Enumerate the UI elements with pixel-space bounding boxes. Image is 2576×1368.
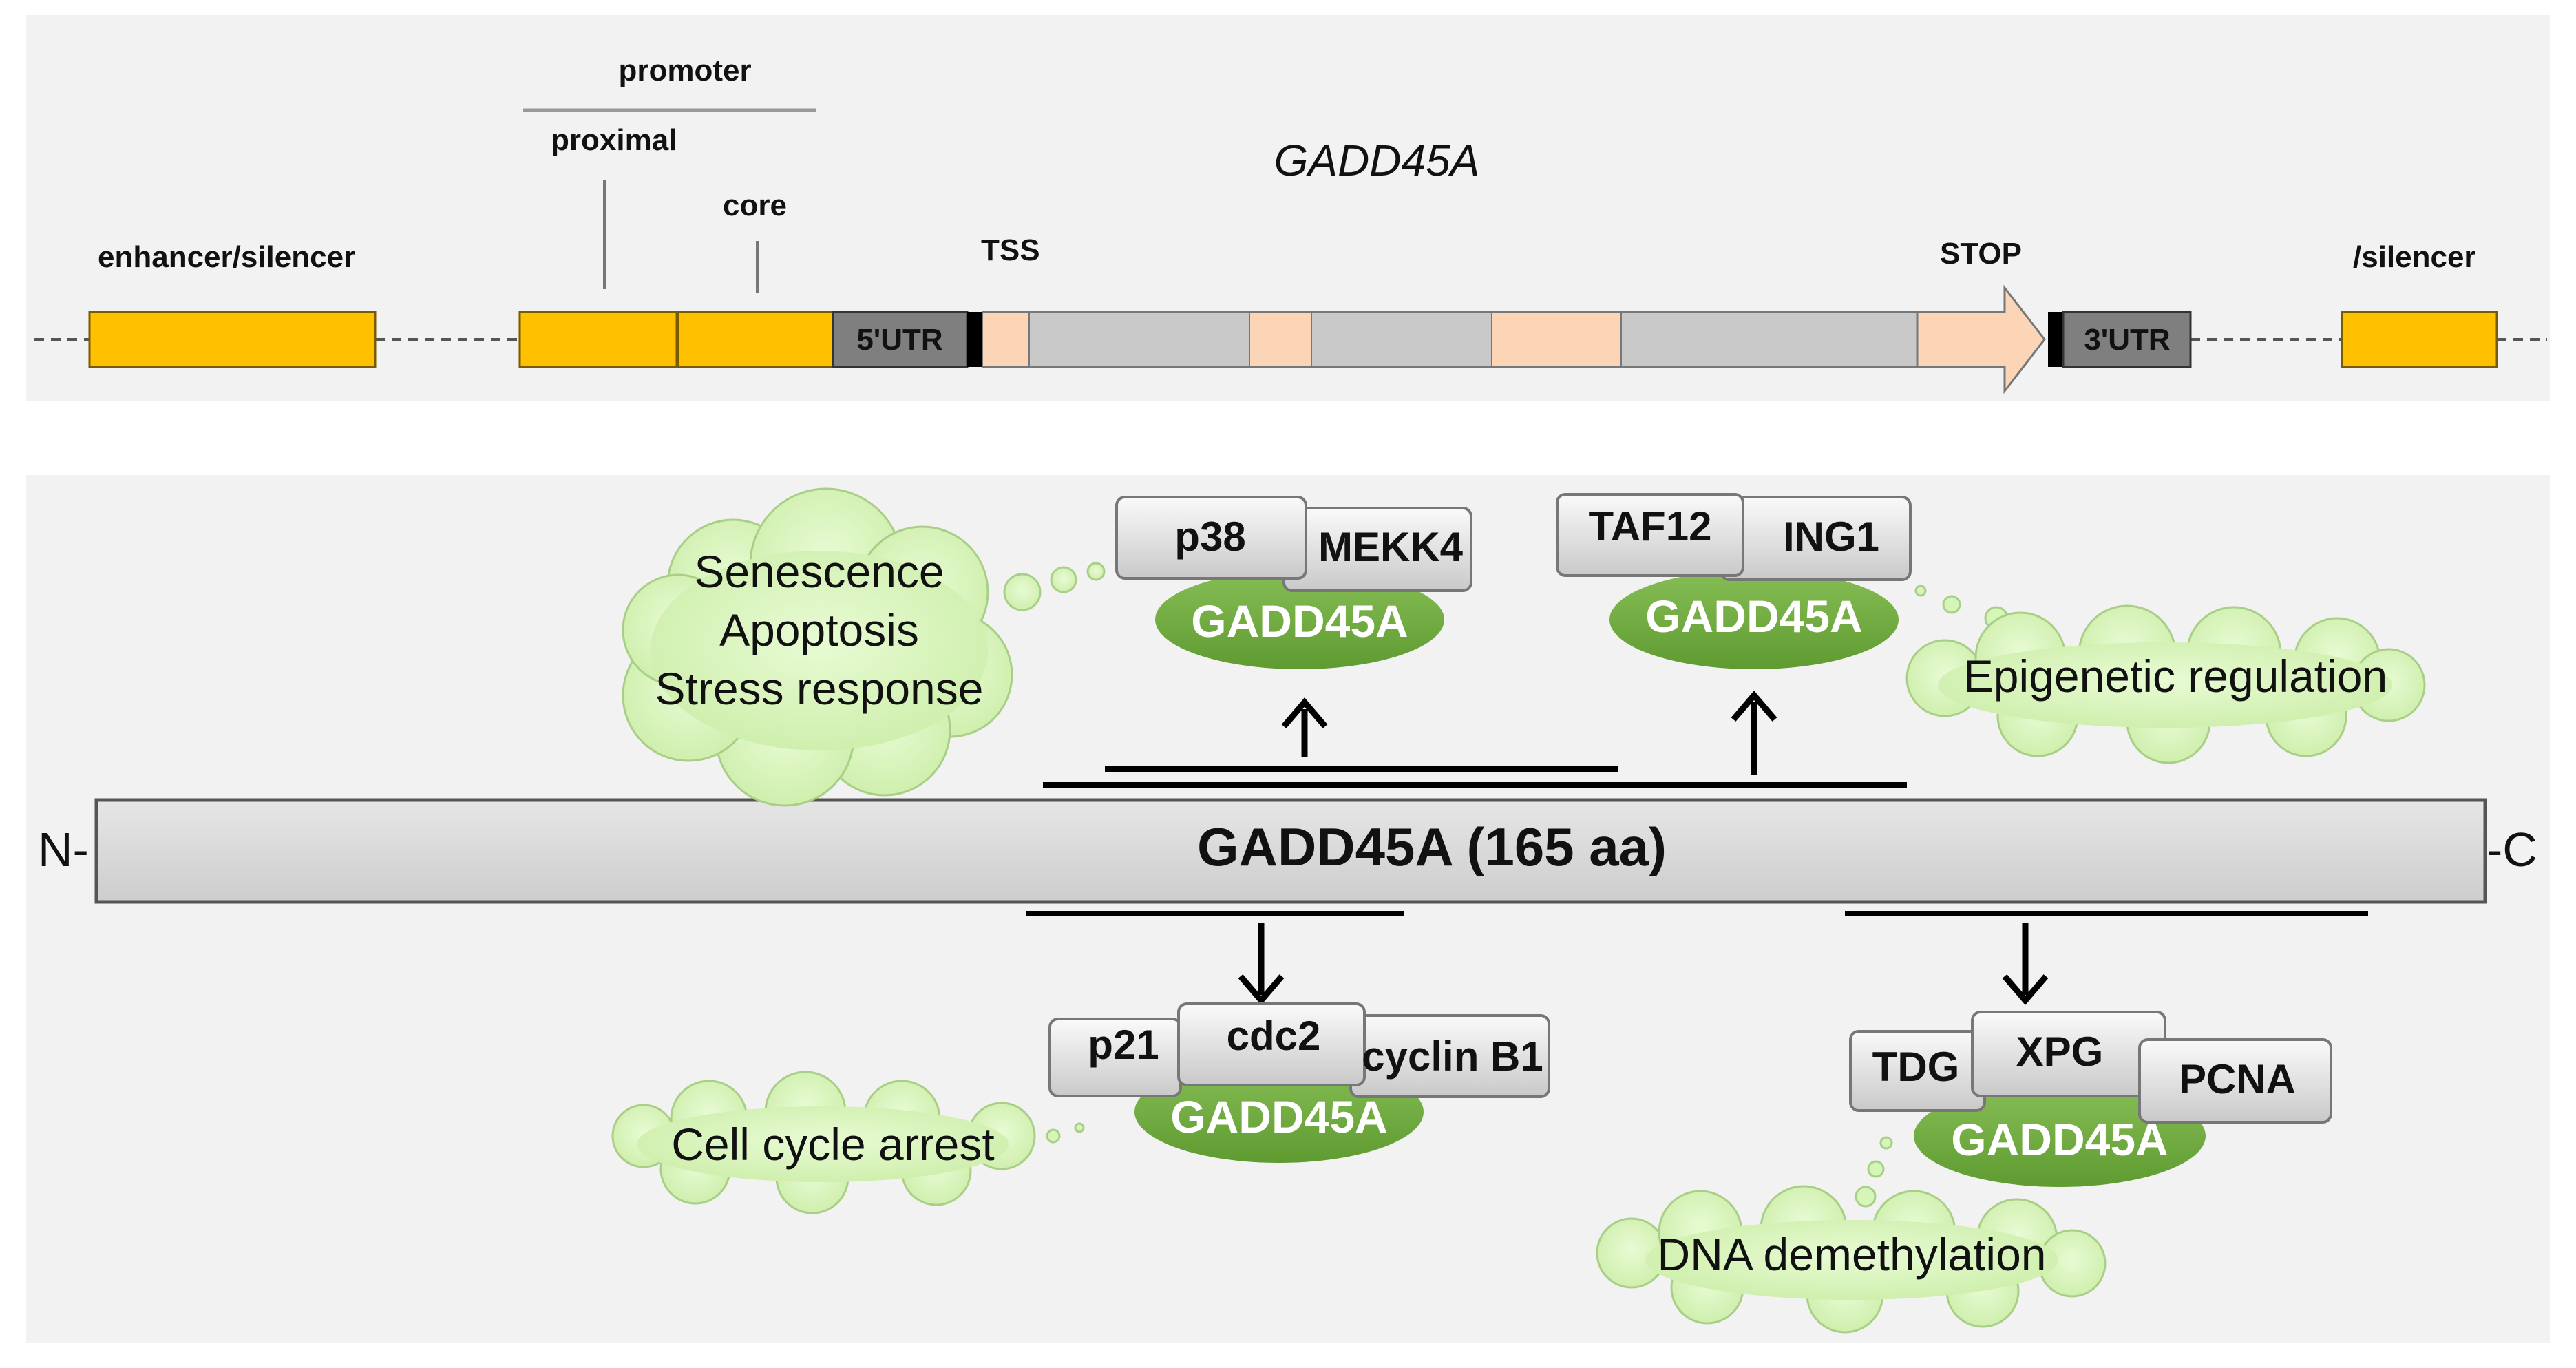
cloud-cell-cycle: Cell cycle arrest <box>611 1071 1085 1214</box>
exon-3 <box>1491 311 1622 368</box>
exon-4-arrow <box>1916 284 2046 394</box>
intron-1 <box>1028 311 1250 368</box>
gadd45a-core-2-label: GADD45A <box>1645 591 1862 642</box>
taf12-box <box>1556 493 1744 577</box>
utr3-box <box>2062 311 2192 368</box>
tss-marker <box>967 312 982 367</box>
enhancer-box-left <box>88 311 377 368</box>
arrow-down-left <box>1238 923 1285 1005</box>
exon-2 <box>1249 311 1312 368</box>
xpg-label: XPG <box>2016 1029 2104 1075</box>
function-cell-cycle-arrest: Cell cycle arrest <box>671 1119 994 1170</box>
promoter-label: promoter <box>618 54 751 87</box>
gadd45a-core-3-label: GADD45A <box>1170 1091 1387 1142</box>
complex-p21-cdc2-cyclinb1: p21 cdc2 cyclin B1 GADD45A <box>1048 1002 1550 1163</box>
gene-name-label: GADD45A <box>1274 136 1480 185</box>
protein-bar <box>94 798 2487 904</box>
enhancer-left-label: enhancer/silencer <box>98 240 355 274</box>
p38-label: p38 <box>1174 514 1245 560</box>
stop-marker <box>2048 312 2063 367</box>
tss-label: TSS <box>981 233 1040 267</box>
utr3-label: 3'UTR <box>2084 323 2170 357</box>
exon-1 <box>982 311 1030 368</box>
cyclinb1-label: cyclin B1 <box>1362 1033 1543 1080</box>
core-promoter-box <box>677 311 834 368</box>
c-terminus-label: -C <box>2487 823 2537 876</box>
gadd45a-core-2 <box>1609 570 1899 669</box>
cdc2-label: cdc2 <box>1227 1013 1321 1059</box>
protein-panel: GADD45A (165 aa) N- -C p38 MEKK4 GADD45A <box>26 475 2550 1343</box>
cdc2-box <box>1177 1002 1366 1086</box>
enhancer-box-right <box>2341 311 2498 368</box>
stop-label: STOP <box>1940 237 2022 271</box>
enhancer-right-label: /silencer <box>2353 240 2476 274</box>
p38-box <box>1115 496 1307 580</box>
function-epigenetic-regulation: Epigenetic regulation <box>1963 651 2387 702</box>
proximal-label: proximal <box>551 123 677 157</box>
tdg-label: TDG <box>1872 1044 1960 1090</box>
mekk4-label: MEKK4 <box>1318 524 1464 570</box>
utr5-box <box>832 311 969 368</box>
taf12-label: TAF12 <box>1589 503 1712 549</box>
function-dna-demethylation: DNA demethylation <box>1658 1229 2047 1280</box>
n-terminus-label: N- <box>38 823 89 876</box>
protein-label: GADD45A (165 aa) <box>1197 817 1667 877</box>
core-label: core <box>723 189 787 222</box>
cloud-epigenetic: Epigenetic regulation <box>1905 585 2426 764</box>
gadd45a-core-1-label: GADD45A <box>1191 596 1408 646</box>
gadd45a-core-4-label: GADD45A <box>1951 1114 2168 1165</box>
arrow-up-left <box>1281 697 1328 757</box>
gadd45a-core-4 <box>1914 1085 2206 1187</box>
arrow-up-right <box>1731 691 1777 775</box>
complex-taf12-ing1: TAF12 ING1 GADD45A <box>1556 493 1912 669</box>
complex-p38-mekk4: p38 MEKK4 GADD45A <box>1115 496 1472 669</box>
ing1-label: ING1 <box>1783 514 1879 560</box>
proximal-promoter-box <box>518 311 678 368</box>
function-stress-response: Stress response <box>655 663 984 714</box>
function-senescence: Senescence <box>694 546 944 597</box>
utr5-label: 5'UTR <box>856 323 942 357</box>
p21-label: p21 <box>1088 1022 1159 1068</box>
intron-2 <box>1311 311 1492 368</box>
complex-tdg-xpg-pcna: TDG XPG PCNA GADD45A <box>1849 1011 2332 1187</box>
cloud-senescence: Senescence Apoptosis Stress response <box>622 487 1106 807</box>
gadd45a-core-1 <box>1155 570 1444 669</box>
gene-map-panel: promoter proximal core GADD45A enhancer/… <box>26 15 2550 401</box>
intron-3 <box>1620 311 1918 368</box>
pcna-box <box>2138 1038 2332 1124</box>
cloud-dna-demethylation: DNA demethylation <box>1596 1136 2107 1334</box>
arrow-down-right <box>2002 923 2049 1005</box>
function-apoptosis: Apoptosis <box>719 604 919 655</box>
pcna-label: PCNA <box>2179 1056 2296 1102</box>
